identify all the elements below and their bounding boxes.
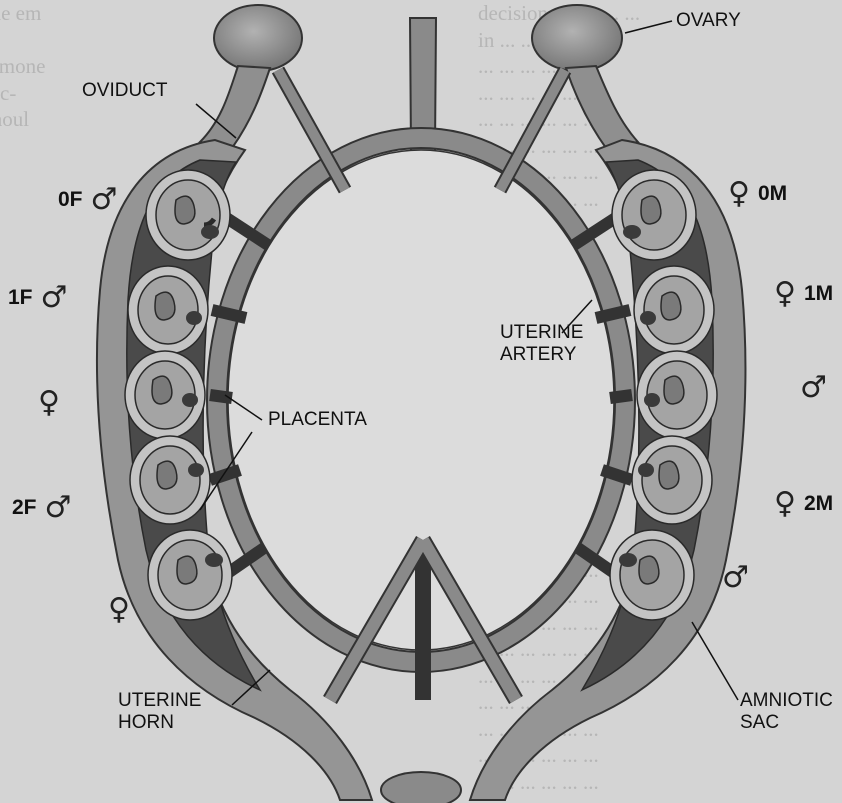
female-symbol: ♀ [38, 385, 60, 420]
embryo-right-1 [634, 266, 714, 354]
embryo-left-3 [130, 436, 210, 524]
uterine-artery-label: UTERINE ARTERY [500, 322, 583, 366]
uterine-artery-label-line1: UTERINE [500, 322, 583, 344]
amniotic-sac-label: AMNIOTIC SAC [740, 690, 833, 734]
left-ovary [214, 5, 302, 71]
embryo-left-0 [146, 170, 230, 260]
right-ovary [532, 5, 622, 71]
male-symbol: ♂ [800, 370, 827, 405]
female-symbol: ♀ [728, 176, 750, 211]
uterine-horn-label: UTERINE HORN [118, 690, 201, 734]
left-oviduct [200, 66, 270, 148]
tag-left-4: ♀ [108, 592, 130, 627]
male-symbol: ♂ [41, 280, 68, 315]
embryo-right-4 [610, 530, 694, 620]
tag-code: 1M [804, 282, 833, 306]
leader-amniotic-sac [692, 622, 738, 700]
male-symbol: ♂ [45, 490, 72, 525]
tag-left-2: ♀ [38, 385, 60, 420]
embryo-left-1 [128, 266, 208, 354]
tag-code: 2F [12, 496, 37, 520]
tag-code: 0M [758, 182, 787, 206]
male-symbol: ♂ [91, 182, 118, 217]
uterine-horn-label-line1: UTERINE [118, 690, 201, 712]
cervix [381, 772, 461, 803]
tag-code: 2M [804, 492, 833, 516]
female-symbol: ♀ [774, 276, 796, 311]
ovary-label: OVARY [676, 10, 741, 32]
tag-right-2: ♂ [800, 370, 827, 405]
leader-ovary [625, 21, 672, 33]
tag-code: 1F [8, 286, 33, 310]
female-symbol: ♀ [774, 486, 796, 521]
tag-right-1: ♀ 1M [774, 276, 833, 311]
uterine-artery-label-line2: ARTERY [500, 344, 583, 366]
tag-right-4: ♂ [722, 560, 749, 595]
amniotic-sac-label-line2: SAC [740, 712, 833, 734]
placenta-label: PLACENTA [268, 409, 367, 431]
embryo-right-3 [632, 436, 712, 524]
tag-left-1: 1F ♂ [8, 280, 67, 315]
tag-code: 0F [58, 188, 83, 212]
amniotic-sac-label-line1: AMNIOTIC [740, 690, 833, 712]
tag-right-3: ♀ 2M [774, 486, 833, 521]
female-symbol: ♀ [108, 592, 130, 627]
uterine-horn-label-line2: HORN [118, 712, 201, 734]
tag-left-0: 0F ♂ [58, 182, 117, 217]
male-symbol: ♂ [722, 560, 749, 595]
embryo-right-0 [612, 170, 696, 260]
right-oviduct [566, 66, 638, 148]
oviduct-label: OVIDUCT [82, 80, 168, 102]
tag-right-0: ♀ 0M [728, 176, 787, 211]
tag-left-3: 2F ♂ [12, 490, 71, 525]
embryo-left-4 [148, 530, 232, 620]
